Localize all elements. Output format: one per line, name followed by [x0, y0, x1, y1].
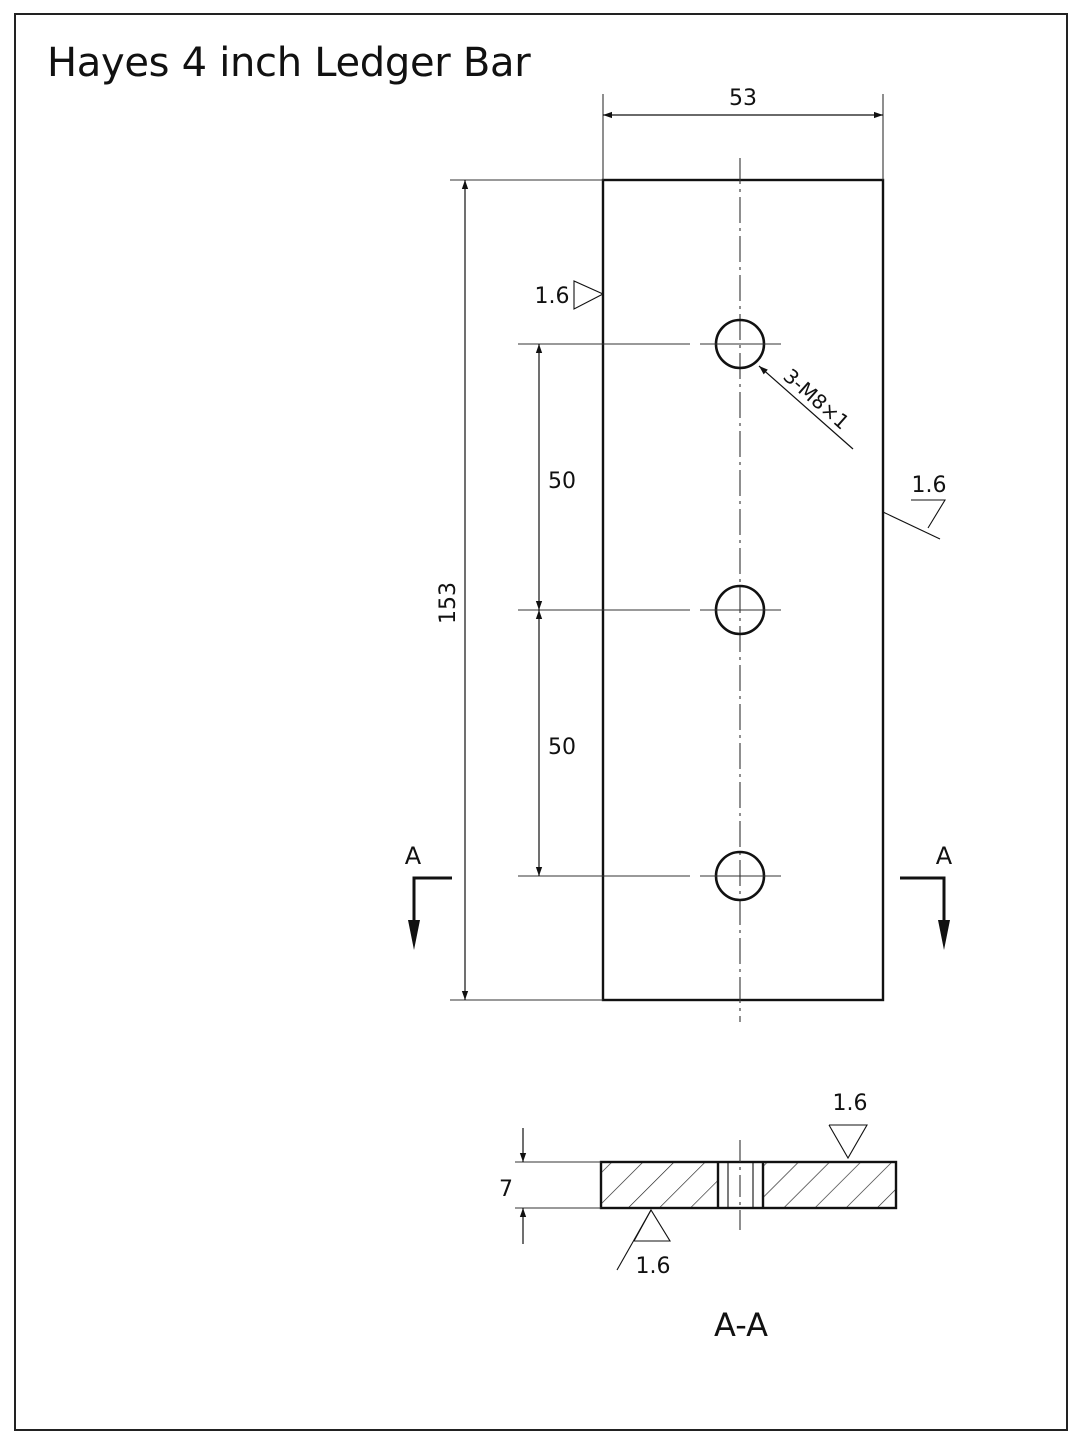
roughness-symbol-section-top-icon [828, 1124, 868, 1160]
width-dimension-label: 53 [729, 86, 757, 111]
height-dimension-label: 153 [436, 582, 461, 624]
hole-extension-lines [518, 343, 690, 877]
section-marker-right-label: A [936, 842, 953, 870]
section-marker-right-icon [900, 876, 950, 950]
section-marker-left-icon [408, 876, 452, 950]
hole-callout-label: 3-M8×1 [779, 364, 854, 435]
hole-2 [700, 584, 781, 636]
hole-1 [700, 318, 781, 370]
section-marker-left-label: A [405, 842, 422, 870]
pitch-bottom-label: 50 [548, 735, 576, 760]
roughness-symbol-right-icon [882, 499, 946, 540]
width-dimension [602, 94, 884, 180]
drawing-frame [14, 13, 1068, 1431]
drawing-title: Hayes 4 inch Ledger Bar [47, 40, 531, 86]
roughness-section-top-label: 1.6 [833, 1091, 868, 1116]
roughness-right-label: 1.6 [912, 473, 947, 498]
roughness-left-label: 1.6 [535, 284, 570, 309]
hole-3 [700, 850, 781, 902]
roughness-symbol-section-bottom-icon [616, 1208, 671, 1271]
thickness-dimension-label: 7 [499, 1177, 513, 1202]
thickness-dimension [515, 1128, 601, 1244]
roughness-section-bottom-label: 1.6 [636, 1254, 671, 1279]
roughness-symbol-left-icon [573, 280, 604, 310]
pitch-top-label: 50 [548, 469, 576, 494]
plate-outline [601, 178, 885, 1002]
section-view [599, 1140, 898, 1230]
height-dimension [450, 179, 603, 1001]
hole-callout-leader [758, 365, 854, 450]
section-view-label: A-A [714, 1306, 768, 1344]
